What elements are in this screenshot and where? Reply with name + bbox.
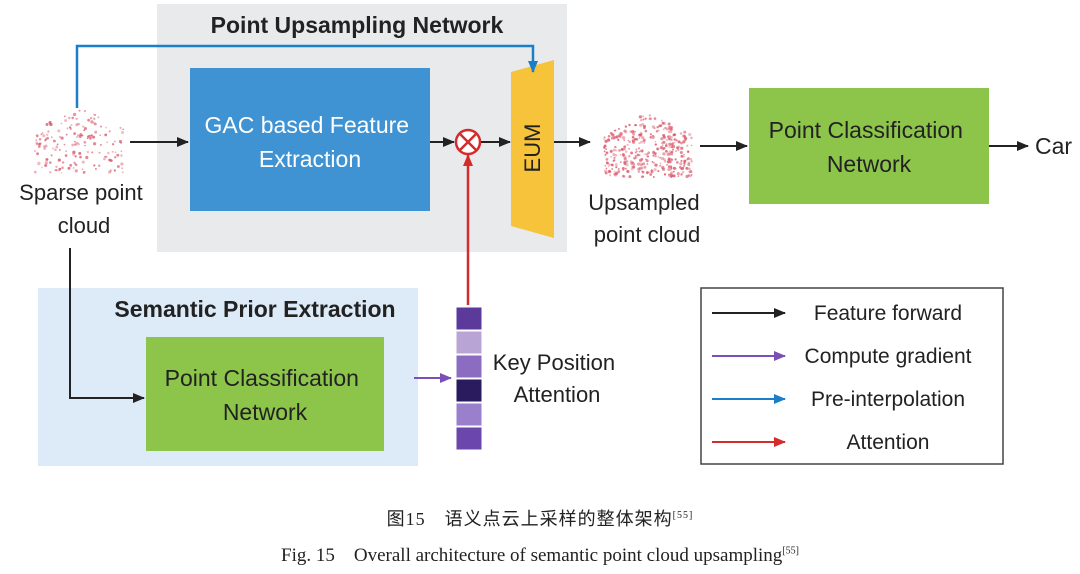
upsampled-point-cloud-label: Upsampled point cloud bbox=[588, 190, 705, 247]
multiply-operator-icon bbox=[454, 128, 482, 156]
key-position-attention-label: Key Position Attention bbox=[493, 350, 621, 407]
attention-cell bbox=[455, 306, 483, 331]
upsampling-network-title: Point Upsampling Network bbox=[211, 12, 504, 38]
point-classification-network-label-bottom: Point Classification Network bbox=[165, 365, 366, 425]
point-classification-network-box-top bbox=[749, 88, 989, 204]
arrow-pre-interpolation bbox=[75, 44, 538, 108]
attention-cell bbox=[455, 354, 483, 379]
attention-cell bbox=[455, 330, 483, 355]
sparse-point-cloud-label: Sparse point cloud bbox=[19, 180, 149, 238]
attention-cell bbox=[455, 402, 483, 427]
legend-label: Attention bbox=[847, 431, 930, 454]
legend-label: Feature forward bbox=[814, 302, 962, 325]
caption-chinese: 图15 语义点云上采样的整体架构[55] bbox=[386, 509, 694, 529]
sparse-point-cloud-image bbox=[33, 109, 125, 174]
upsampled-point-cloud-image bbox=[603, 114, 693, 179]
attention-vector bbox=[455, 306, 483, 451]
attention-cell bbox=[455, 378, 483, 403]
point-classification-network-label-top: Point Classification Network bbox=[769, 117, 970, 177]
eum-block bbox=[511, 60, 554, 238]
legend-label: Pre-interpolation bbox=[811, 388, 965, 411]
eum-label: EUM bbox=[520, 124, 545, 173]
attention-cell bbox=[455, 426, 483, 451]
architecture-diagram: Point Upsampling Network Semantic Prior … bbox=[19, 4, 1072, 466]
semantic-prior-title: Semantic Prior Extraction bbox=[114, 296, 395, 322]
output-label: Car bbox=[1035, 133, 1072, 159]
gac-feature-extraction-box bbox=[190, 68, 430, 211]
legend-box bbox=[700, 287, 1004, 465]
gac-feature-extraction-label: GAC based Feature Extraction bbox=[205, 112, 416, 172]
legend-label: Compute gradient bbox=[805, 345, 972, 368]
arrow-sparse-to-semantic-pcn bbox=[69, 248, 145, 403]
point-classification-network-box-bottom bbox=[146, 337, 384, 451]
caption-english: Fig. 15 Overall architecture of semantic… bbox=[281, 545, 799, 566]
